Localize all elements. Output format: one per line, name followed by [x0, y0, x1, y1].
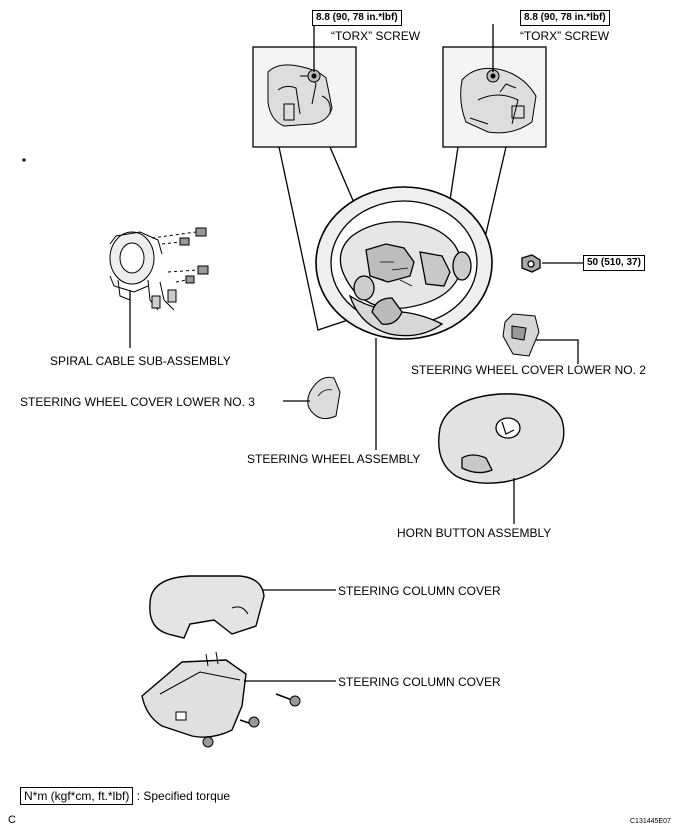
- torx-screw-label-right: “TORX” SCREW: [520, 29, 610, 43]
- column-cover-upper-drawing: [149, 575, 265, 639]
- label-steering-wheel: STEERING WHEEL ASSEMBLY: [247, 452, 421, 466]
- column-cover-lower-drawing: [141, 651, 247, 738]
- torque-box-right: 8.8 (90, 78 in.*lbf): [520, 10, 610, 26]
- page-letter: C: [8, 814, 16, 826]
- label-cover-lower-no2: STEERING WHEEL COVER LOWER NO. 2: [411, 363, 646, 377]
- column-cover-screws: [202, 693, 301, 748]
- torque-box-left: 8.8 (90, 78 in.*lbf): [312, 10, 402, 26]
- horn-button-drawing: [438, 393, 565, 484]
- label-cover-lower-no3: STEERING WHEEL COVER LOWER NO. 3: [20, 395, 255, 409]
- stray-dot: [22, 158, 26, 162]
- torx-screw-label-left: “TORX” SCREW: [331, 29, 421, 43]
- cover-lower-no2-drawing: [502, 313, 540, 357]
- nut-drawing: [521, 254, 541, 273]
- spiral-cable-drawing: [109, 231, 177, 311]
- torque-box-nut: 50 (510, 37): [583, 255, 645, 271]
- legend: N*m (kgf*cm, ft.*lbf) : Specified torque: [20, 787, 231, 805]
- label-horn-button: HORN BUTTON ASSEMBLY: [397, 526, 552, 540]
- legend-meaning: : Specified torque: [136, 789, 231, 803]
- cover-lower-no3-drawing: [307, 376, 341, 420]
- label-column-cover-lower: STEERING COLUMN COVER: [338, 675, 501, 689]
- figure-code: C131445E07: [630, 818, 671, 825]
- spiral-cable-screws: [151, 227, 209, 284]
- right-screw-detail: [460, 67, 537, 134]
- label-column-cover-upper: STEERING COLUMN COVER: [338, 584, 501, 598]
- legend-unit-box: N*m (kgf*cm, ft.*lbf): [20, 787, 134, 805]
- steering-wheel-drawing: [315, 186, 493, 340]
- label-spiral-cable: SPIRAL CABLE SUB-ASSEMBLY: [50, 354, 231, 368]
- leader-cover-lower-no2: [536, 339, 579, 364]
